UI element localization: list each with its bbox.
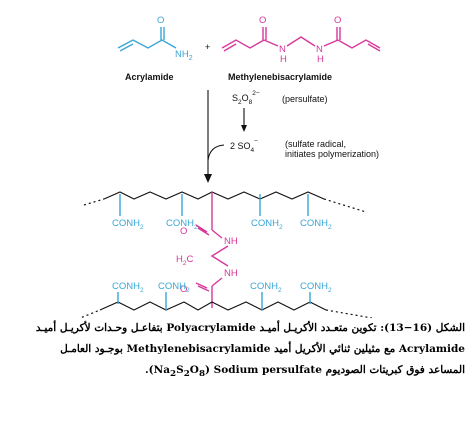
sulfate-radical-note-2: initiates polymerization): [285, 149, 379, 159]
methylenebisacrylamide-label: Methylenebisacrylamide: [228, 72, 332, 82]
acrylamide-structure: O NH2: [117, 15, 193, 62]
crosslinker-left-nitrogen: N: [279, 44, 286, 55]
acrylamide-label: Acrylamide: [125, 72, 174, 82]
crosslinker-left-oxygen: O: [259, 15, 266, 26]
caption-line-2: Acrylamide مع مثيلين ثنائي الأكريل أميد …: [60, 343, 465, 355]
top-conh2-3: CONH2: [251, 218, 283, 231]
reaction-scheme: O NH2 Acrylamide + O O N H N H Methylene…: [78, 15, 381, 318]
persulfate-label: (persulfate): [282, 94, 328, 104]
bottom-conh2-4: CONH2: [300, 281, 332, 294]
methylenebisacrylamide-structure: O O N H N H: [221, 15, 381, 65]
crosslink-top-oxygen: O: [180, 226, 187, 237]
caption-line-1: الشكل (16−13): تكوين متعـدد الأكريـل أمي…: [35, 322, 465, 334]
figure-caption: الشكل (16−13): تكوين متعـدد الأكريـل أمي…: [8, 318, 465, 385]
acrylamide-oxygen: O: [157, 15, 164, 26]
caption-line-3: المساعد فوق كبريتات الصوديوم (Na2S2O8) S…: [144, 364, 465, 380]
top-polymer-chain: CONH2 CONH2 CONH2 CONH2: [83, 191, 367, 231]
top-conh2-4: CONH2: [300, 218, 332, 231]
sulfate-radical-formula: 2 SO4−: [230, 138, 258, 154]
crosslink-bottom-oxygen: O: [180, 284, 187, 295]
radical-curve: [207, 144, 225, 161]
crosslinker-right-hydrogen: H: [317, 54, 324, 65]
crosslinker-left-hydrogen: H: [280, 54, 287, 65]
persulfate-arrow-head: [241, 125, 247, 132]
bottom-conh2-3: CONH2: [250, 281, 282, 294]
reaction-arrow-head: [204, 174, 212, 183]
top-conh2-1: CONH2: [112, 218, 144, 231]
bottom-conh2-1: CONH2: [112, 281, 144, 294]
sulfate-radical-note-1: (sulfate radical,: [285, 139, 346, 149]
persulfate-formula: S2O82−: [232, 90, 260, 106]
crosslink-bottom-nh: NH: [224, 268, 238, 279]
crosslink-methylene: H2C: [176, 254, 194, 267]
crosslinker-right-nitrogen: N: [316, 44, 323, 55]
top-conh2-2: CONH2: [166, 218, 198, 231]
acrylamide-nh2: NH2: [175, 49, 193, 62]
bottom-polymer-chain: CONH2 CONH2 CONH2 CONH2: [78, 281, 373, 318]
bottom-conh2-2: CONH2: [158, 281, 190, 294]
crosslink-top-nh: NH: [224, 236, 238, 247]
crosslink-bridge: O NH H2C NH O: [176, 192, 238, 308]
plus-sign: +: [205, 42, 210, 52]
crosslinker-right-oxygen: O: [334, 15, 341, 26]
